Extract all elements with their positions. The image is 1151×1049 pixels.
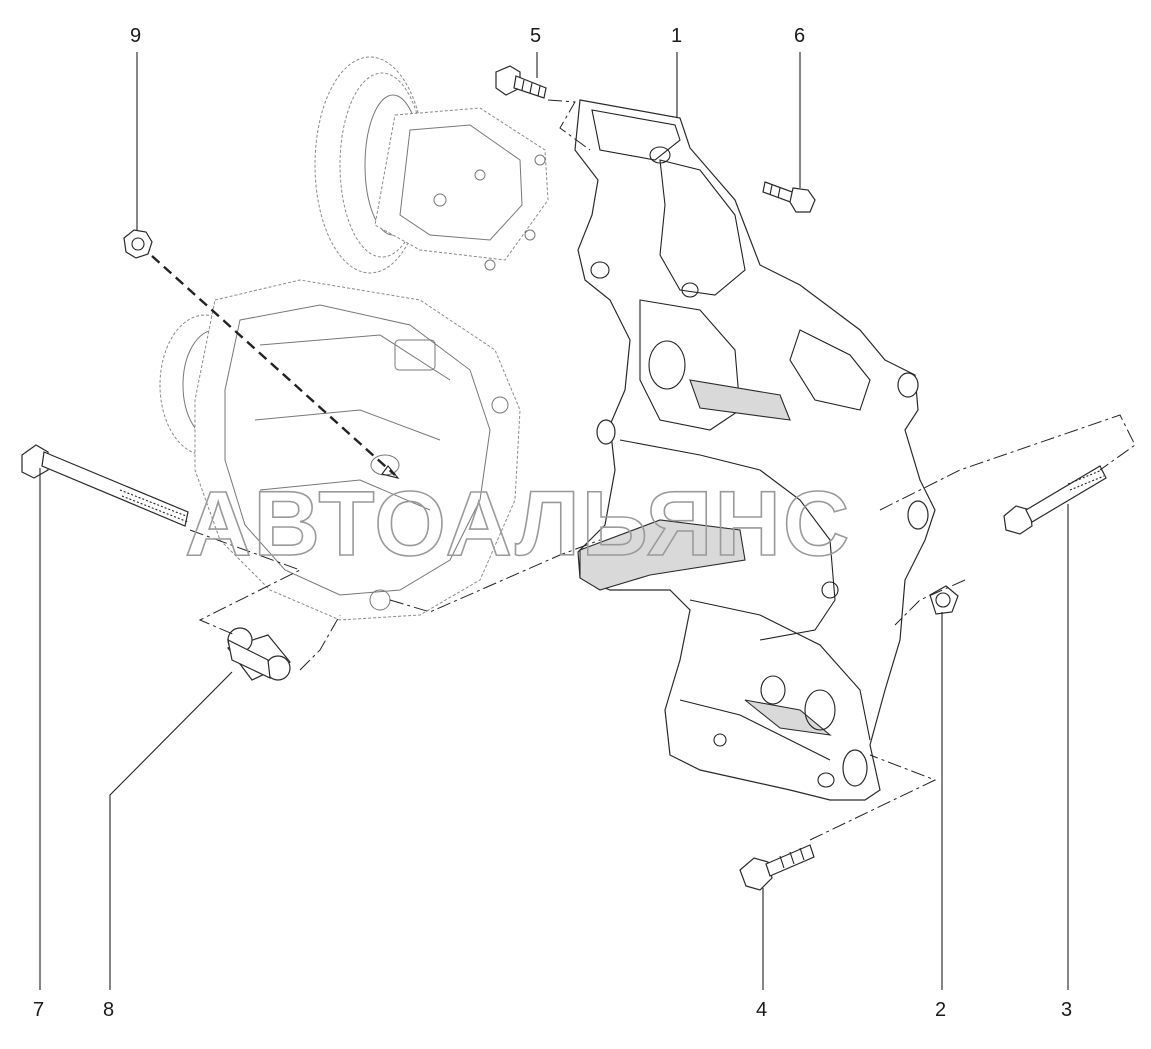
callout-9: 9 [130,25,141,47]
spacer-part-8 [227,627,291,681]
callout-2: 2 [935,999,946,1021]
callout-1: 1 [671,25,682,47]
callout-5: 5 [530,25,541,47]
callout-8: 8 [103,999,114,1021]
alternator-ghost [159,279,521,621]
main-bracket [574,99,936,801]
bolt-part-6 [762,181,816,213]
callout-6: 6 [794,25,805,47]
nut-part-9 [123,229,153,259]
bolt-part-4 [739,844,815,891]
leader-lines [39,52,1069,990]
callout-7: 7 [33,999,44,1021]
long-bolt-part-7 [21,444,189,527]
watermark-text: АВТОАЛЬЯНС [185,473,851,575]
dowel-part-2 [929,585,959,615]
bolt-part-5 [495,65,547,99]
pump-with-pulley-ghost [314,56,549,274]
bolt-part-3 [1003,465,1107,535]
assembly-lines [151,99,1136,841]
callout-3: 3 [1061,999,1072,1021]
callouts: 9 5 1 6 7 8 4 2 3 [33,25,1072,1021]
callout-4: 4 [756,999,767,1021]
